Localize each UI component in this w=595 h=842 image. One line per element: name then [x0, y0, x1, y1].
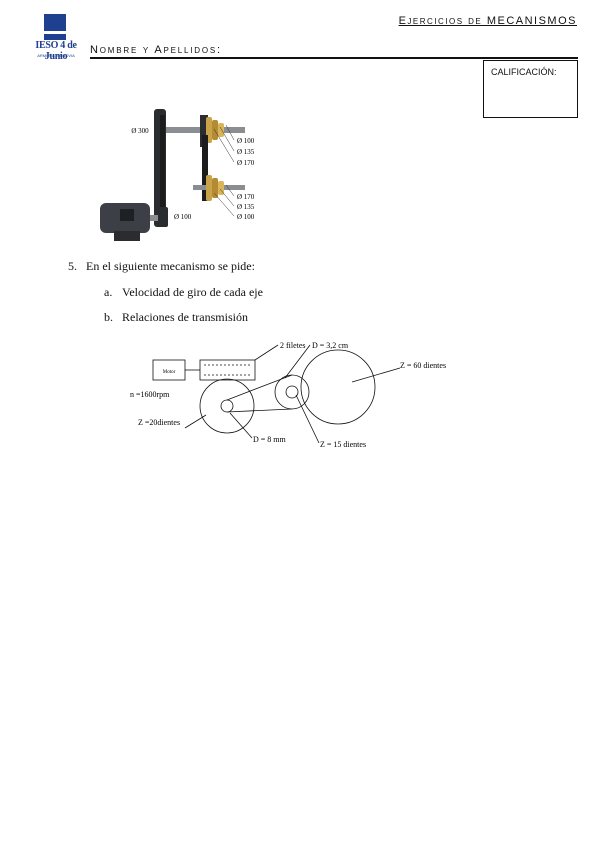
right-belt-top — [200, 115, 208, 147]
label-bottom-cone-1: Ø 170 — [237, 193, 255, 201]
pinion-hub — [285, 385, 299, 399]
top-cone-step-2 — [212, 120, 218, 140]
label-large-pulley: Ø 300 — [131, 127, 149, 135]
label-gear-small: Z =20dientes — [138, 418, 180, 427]
belt-left — [160, 115, 165, 223]
cone-pulley-figure: Ø 300 Ø 100 Ø 100 Ø 135 Ø 170 Ø 170 Ø 13… — [100, 109, 255, 241]
question-number: 5. — [68, 259, 77, 273]
label-gear-pinion: Z = 15 dientes — [320, 440, 366, 449]
question-text: En el siguiente mecanismo se pide: — [86, 259, 255, 273]
label-motor-pulley: Ø 100 — [174, 213, 192, 221]
item-a-text: Velocidad de giro de cada eje — [122, 285, 263, 299]
label-top-cone-3: Ø 170 — [237, 159, 255, 167]
leader-gear-large — [351, 367, 401, 383]
label-worm: 2 filetes — [280, 341, 306, 350]
bottom-cone-step-3 — [218, 181, 224, 195]
leader-pinion — [295, 394, 320, 444]
name-field-line[interactable] — [90, 57, 578, 59]
item-b-text: Relaciones de transmisión — [122, 310, 248, 324]
grade-box[interactable]: CALIFICACIÓN: — [483, 60, 578, 118]
leader-worm — [254, 344, 279, 361]
motor-plate — [120, 209, 134, 221]
bottom-cone-step-1 — [206, 175, 212, 201]
leader-pulley-small — [229, 412, 253, 439]
motor-pulley — [158, 207, 168, 227]
name-label: Nombre y Apellidos: — [90, 44, 222, 56]
logo-subtitle: ARMUÑA, SEGOVIA — [37, 53, 75, 58]
label-top-cone-1: Ø 100 — [237, 137, 255, 145]
top-cone-step-3 — [218, 123, 224, 137]
grade-label: CALIFICACIÓN: — [491, 67, 557, 77]
belt-top — [226, 374, 293, 401]
belt-bottom — [226, 408, 293, 413]
gear-pinion-15 — [274, 374, 310, 410]
motor-base — [114, 231, 140, 241]
label-pulley-large: D = 3,2 cm — [312, 341, 349, 350]
logo-emblem-icon — [44, 14, 66, 40]
gear-large-60 — [300, 349, 376, 425]
mechanism-diagram: Motor n =1600rpm 2 filetes D = 3,2 cm Z … — [130, 341, 446, 449]
label-bottom-cone-3: Ø 100 — [237, 213, 255, 221]
worksheet-title: Ejercicios de MECANISMOS — [398, 15, 577, 27]
label-pulley-small: D = 8 mm — [253, 435, 287, 444]
belt-right — [202, 135, 208, 201]
item-b-letter: b. — [104, 310, 113, 324]
label-bottom-cone-2: Ø 135 — [237, 203, 255, 211]
leader-pulley-large — [284, 344, 311, 379]
worm-box — [199, 359, 256, 381]
bottom-cone-step-2 — [212, 178, 218, 198]
item-a-letter: a. — [104, 285, 113, 299]
label-motor: Motor — [163, 370, 176, 375]
logo-name: IESO 4 de Junio — [35, 40, 77, 62]
pulley-small — [220, 399, 234, 413]
leader-gear-small — [184, 414, 207, 429]
gear-wheel-20 — [199, 378, 255, 434]
label-gear-large: Z = 60 dientes — [400, 361, 446, 370]
label-top-cone-2: Ø 135 — [237, 148, 255, 156]
school-logo: IESO 4 de Junio ARMUÑA, SEGOVIA — [30, 14, 92, 62]
label-speed: n =1600rpm — [130, 390, 170, 399]
